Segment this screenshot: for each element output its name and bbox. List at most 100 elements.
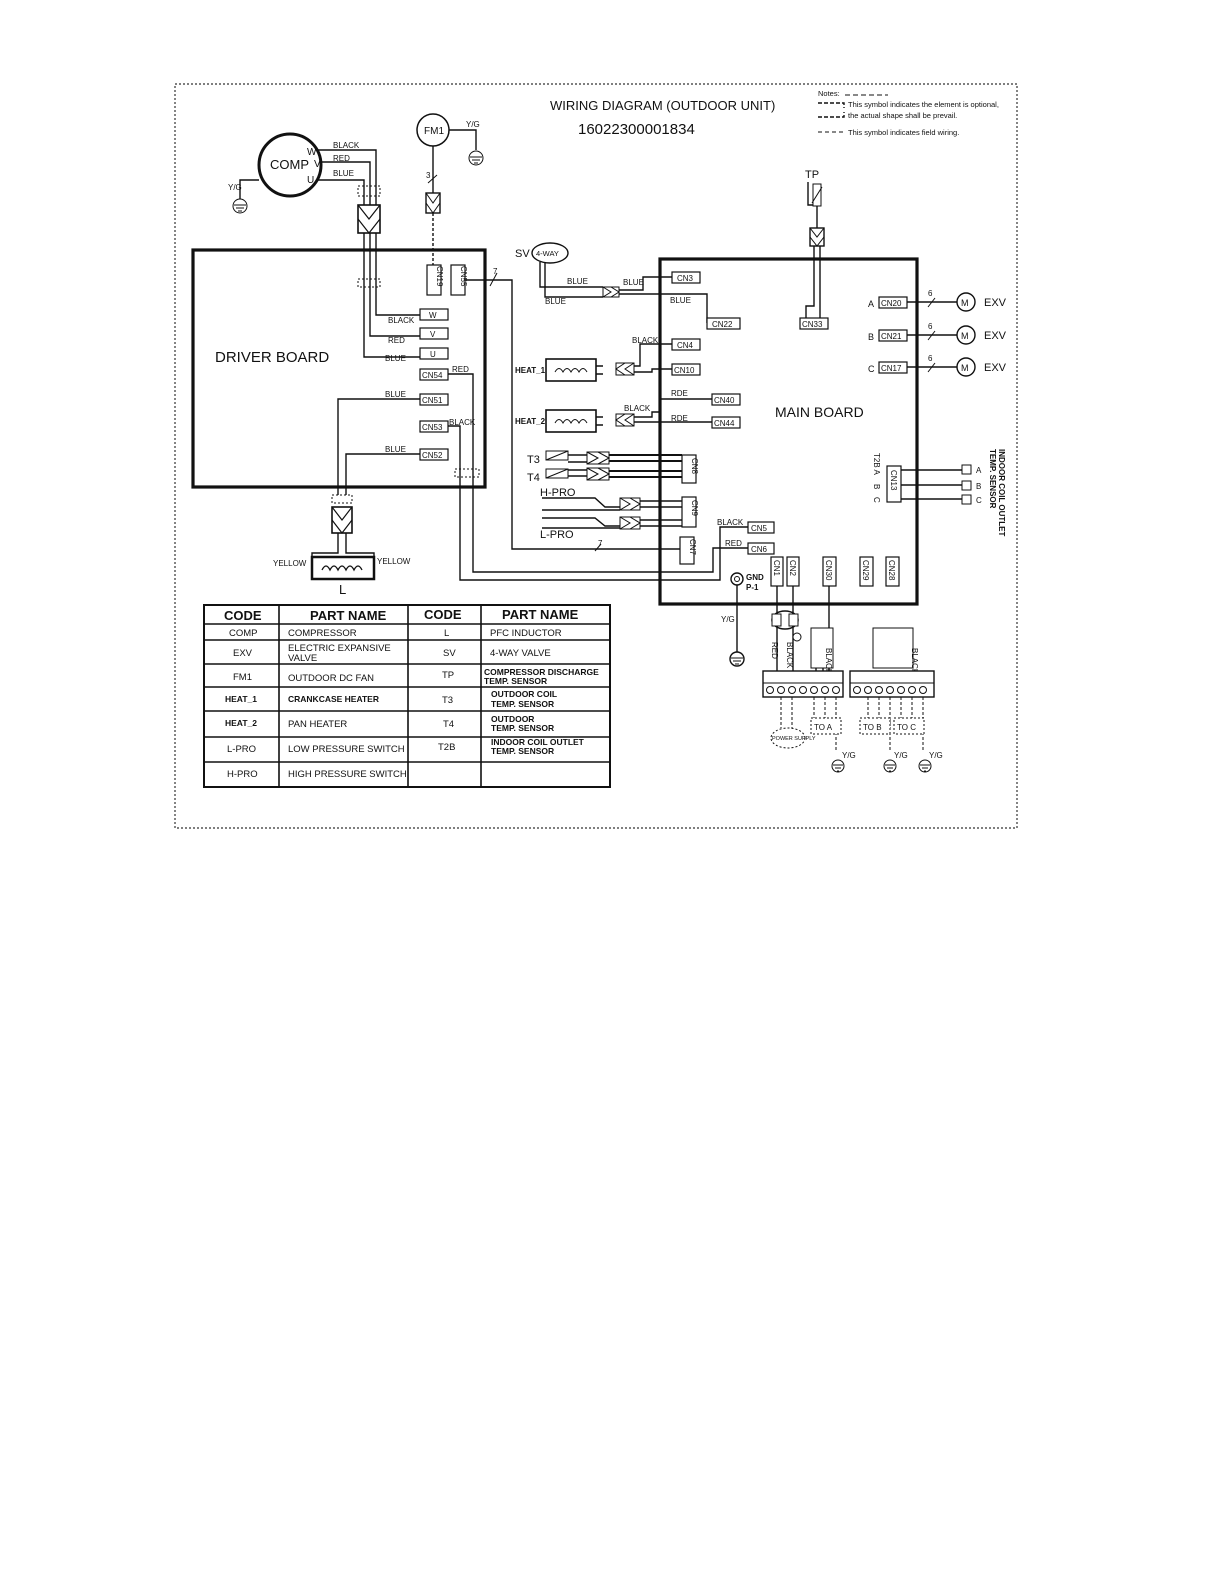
ground-icon — [729, 651, 745, 667]
svg-text:TEMP. SENSOR: TEMP. SENSOR — [484, 676, 547, 686]
svg-text:OUTDOOR COIL: OUTDOOR COIL — [491, 689, 557, 699]
notes-optional-1: This symbol indicates the element is opt… — [848, 100, 999, 109]
ground-icon — [883, 759, 897, 773]
svg-text:Y/G: Y/G — [228, 183, 242, 192]
svg-text:6: 6 — [928, 289, 933, 298]
svg-text:BLACK: BLACK — [717, 518, 744, 527]
svg-text:Y/G: Y/G — [894, 751, 908, 760]
svg-text:RDE: RDE — [671, 414, 688, 423]
svg-text:CN13: CN13 — [889, 470, 898, 491]
svg-text:V: V — [430, 330, 436, 339]
svg-text:TEMP. SENSOR: TEMP. SENSOR — [491, 723, 554, 733]
svg-text:BLACK: BLACK — [624, 404, 651, 413]
svg-text:M: M — [961, 363, 969, 373]
svg-text:HEAT_2: HEAT_2 — [225, 718, 257, 728]
ground-screw: GND P-1 Y/G — [721, 572, 764, 667]
svg-text:PFC INDUCTOR: PFC INDUCTOR — [490, 628, 562, 639]
svg-text:CN30: CN30 — [824, 560, 833, 581]
svg-text:ELECTRIC EXPANSIVE: ELECTRIC EXPANSIVE — [288, 643, 391, 654]
fan-motor: FM1 Y/G 3 — [416, 113, 484, 265]
crankcase-heater: HEAT_1 BLACK — [515, 336, 672, 382]
svg-text:H-PRO: H-PRO — [540, 487, 576, 499]
svg-text:TP: TP — [805, 169, 819, 181]
svg-text:RED: RED — [333, 154, 350, 163]
svg-text:T3: T3 — [442, 695, 453, 706]
svg-text:C: C — [868, 364, 875, 374]
svg-text:BLUE: BLUE — [670, 296, 691, 305]
outdoor-sensors: T3 T4 — [527, 450, 682, 484]
svg-text:TEMP. SENSOR: TEMP. SENSOR — [491, 746, 554, 756]
svg-text:COMPRESSOR DISCHARGE: COMPRESSOR DISCHARGE — [484, 667, 599, 677]
svg-text:CN29: CN29 — [861, 560, 870, 581]
main-board-connectors: CN3 CN22 CN4 CN10 CN40 CN44 CN8 CN9 CN7 … — [671, 271, 908, 587]
svg-text:CN4: CN4 — [677, 341, 694, 350]
expansion-valves: 6 M EXV 6 M EXV 6 M EXV — [907, 289, 1007, 377]
diagram-title: WIRING DIAGRAM (OUTDOOR UNIT) — [550, 98, 775, 113]
ground-icon — [918, 759, 932, 773]
svg-text:CN21: CN21 — [881, 332, 902, 341]
svg-text:A: A — [868, 299, 874, 309]
pfc-inductor: L YELLOW YELLOW — [273, 555, 411, 597]
svg-text:CN7: CN7 — [688, 539, 697, 556]
svg-text:INDOOR COIL OUTLET: INDOOR COIL OUTLET — [491, 737, 585, 747]
svg-text:T2B A: T2B A — [872, 453, 881, 475]
svg-text:BLACK: BLACK — [333, 141, 360, 150]
svg-text:BLACK: BLACK — [785, 642, 794, 669]
discharge-temp-sensor: TP — [805, 169, 825, 318]
svg-text:Y/G: Y/G — [466, 120, 480, 129]
svg-text:CN28: CN28 — [887, 560, 896, 581]
svg-text:7: 7 — [598, 539, 603, 548]
svg-text:SV: SV — [515, 248, 530, 260]
svg-text:W: W — [307, 147, 317, 158]
svg-text:RED: RED — [388, 336, 405, 345]
svg-text:CN40: CN40 — [714, 396, 735, 405]
svg-text:OUTDOOR: OUTDOOR — [491, 714, 534, 724]
svg-text:LOW PRESSURE SWITCH: LOW PRESSURE SWITCH — [288, 744, 405, 755]
svg-text:CN44: CN44 — [714, 419, 735, 428]
svg-text:T4: T4 — [527, 472, 540, 484]
svg-text:SV: SV — [443, 648, 456, 659]
ground-icon — [468, 150, 484, 166]
svg-text:7: 7 — [493, 267, 498, 276]
svg-text:6: 6 — [928, 354, 933, 363]
svg-text:B: B — [868, 332, 874, 342]
svg-text:T2B: T2B — [438, 742, 455, 753]
svg-text:TEMP. SENSOR: TEMP. SENSOR — [988, 449, 997, 509]
svg-text:BLUE: BLUE — [385, 445, 406, 454]
svg-text:HEAT_2: HEAT_2 — [515, 417, 546, 426]
svg-text:M: M — [961, 331, 969, 341]
svg-text:TO A: TO A — [814, 723, 833, 732]
svg-text:TP: TP — [442, 670, 454, 681]
svg-text:CN55: CN55 — [459, 266, 468, 287]
ground-icon — [232, 198, 248, 214]
svg-text:T4: T4 — [443, 719, 454, 730]
legend-table: CODE PART NAME CODE PART NAME COMP COMPR… — [203, 604, 611, 788]
svg-text:BLACK: BLACK — [910, 648, 919, 675]
svg-text:PART NAME: PART NAME — [310, 608, 387, 623]
svg-text:BLACK: BLACK — [632, 336, 659, 345]
main-board-label: MAIN BOARD — [775, 404, 864, 420]
main-board — [658, 257, 919, 606]
terminal-block-power — [762, 670, 844, 698]
power-supply — [770, 727, 806, 749]
svg-text:L-PRO: L-PRO — [540, 529, 574, 541]
diagram-frame — [174, 83, 1018, 829]
svg-text:BLUE: BLUE — [623, 278, 644, 287]
svg-text:CN51: CN51 — [422, 396, 443, 405]
svg-text:4-WAY: 4-WAY — [536, 249, 559, 258]
svg-text:BLACK: BLACK — [824, 648, 833, 675]
svg-text:Y/G: Y/G — [929, 751, 943, 760]
svg-text:CN2: CN2 — [788, 560, 797, 577]
svg-text:FM1: FM1 — [424, 126, 444, 137]
svg-text:C: C — [872, 497, 881, 503]
driver-board-connectors: CN19 CN55 W V U BLACK RED BLUE CN54 CN51… — [385, 264, 476, 461]
svg-text:GND: GND — [746, 573, 764, 582]
four-way-valve: SV 4-WAY BLUE BLUE BLUE BLUE — [515, 242, 708, 323]
svg-text:CN1: CN1 — [772, 560, 781, 577]
svg-text:CN20: CN20 — [881, 299, 902, 308]
driver-board-label: DRIVER BOARD — [215, 349, 329, 366]
svg-text:RED: RED — [452, 365, 469, 374]
svg-text:POWER SUPPLY: POWER SUPPLY — [772, 736, 816, 742]
svg-text:PART NAME: PART NAME — [502, 607, 579, 622]
